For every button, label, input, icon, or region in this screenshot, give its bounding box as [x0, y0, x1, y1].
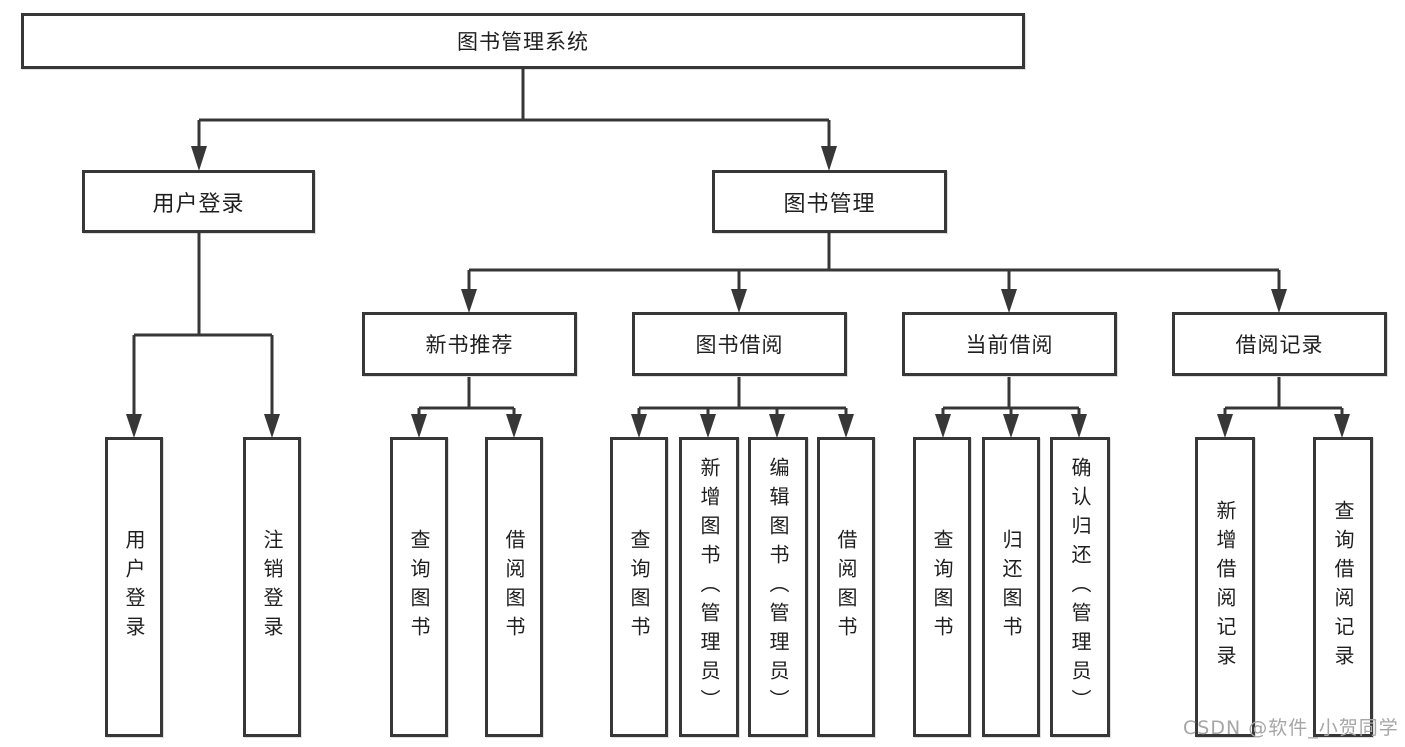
node-library-management-system: 图书管理系统 — [21, 13, 1025, 69]
leaf-query-books-recommend: 查询图书 — [390, 437, 448, 737]
leaf-query-books-borrowing: 查询图书 — [610, 437, 668, 737]
csdn-watermark: CSDN @软件_小贺同学 — [1183, 717, 1399, 739]
leaf-query-books-current: 查询图书 — [913, 437, 971, 737]
node-borrowing-records: 借阅记录 — [1172, 312, 1387, 376]
leaf-edit-books-admin: 编辑图书（管理员） — [748, 437, 808, 737]
leaf-borrow-books-recommend: 借阅图书 — [485, 437, 543, 737]
leaf-query-books-borrowing-label: 查询图书 — [627, 529, 651, 645]
leaf-query-books-recommend-label: 查询图书 — [407, 529, 431, 645]
leaf-add-borrow-record: 新增借阅记录 — [1195, 437, 1255, 737]
leaf-user-login-label: 用户登录 — [122, 529, 146, 645]
leaf-user-login: 用户登录 — [105, 437, 163, 737]
node-book-management: 图书管理 — [712, 170, 947, 233]
leaf-edit-books-admin-label: 编辑图书（管理员） — [766, 456, 790, 718]
node-user-login: 用户登录 — [82, 170, 315, 233]
leaf-query-borrow-record-label: 查询借阅记录 — [1331, 500, 1355, 674]
leaf-logout-label: 注销登录 — [260, 529, 284, 645]
leaf-logout: 注销登录 — [243, 437, 301, 737]
leaf-query-borrow-record: 查询借阅记录 — [1313, 437, 1373, 737]
node-book-borrowing: 图书借阅 — [632, 312, 847, 376]
leaf-add-books-admin-label: 新增图书（管理员） — [697, 456, 721, 718]
leaf-confirm-return-admin: 确认归还（管理员） — [1050, 437, 1110, 737]
leaf-return-books-label: 归还图书 — [999, 529, 1023, 645]
leaf-borrow-books-borrowing: 借阅图书 — [817, 437, 875, 737]
leaf-query-books-current-label: 查询图书 — [930, 529, 954, 645]
node-current-borrowing: 当前借阅 — [902, 312, 1117, 376]
leaf-borrow-books-recommend-label: 借阅图书 — [502, 529, 526, 645]
leaf-add-borrow-record-label: 新增借阅记录 — [1213, 500, 1237, 674]
leaf-add-books-admin: 新增图书（管理员） — [679, 437, 739, 737]
leaf-return-books: 归还图书 — [982, 437, 1040, 737]
leaf-borrow-books-borrowing-label: 借阅图书 — [834, 529, 858, 645]
leaf-confirm-return-admin-label: 确认归还（管理员） — [1068, 456, 1092, 718]
node-new-book-recommendation: 新书推荐 — [362, 312, 577, 376]
